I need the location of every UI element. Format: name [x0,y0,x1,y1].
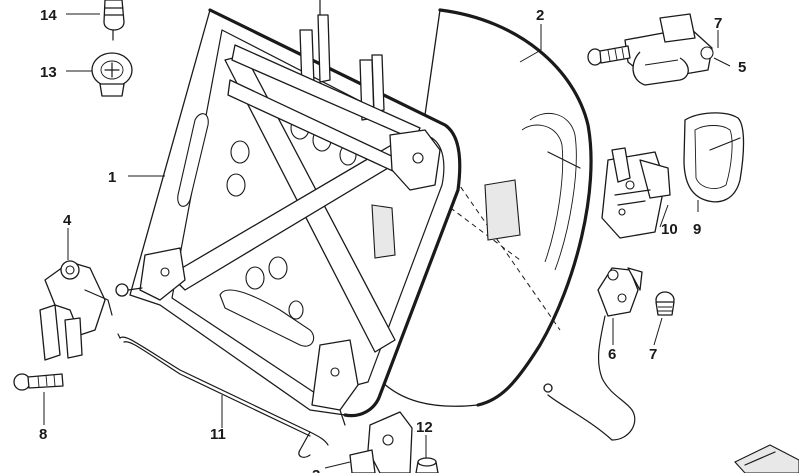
part-13-grommet [91,52,133,97]
callout-6: 6 [608,346,616,363]
part-11-release-rod [117,333,329,458]
part-12-nut [415,457,439,473]
callout-labels: 14 13 1 2 7 5 10 9 6 7 4 8 11 12 3 [39,7,746,473]
part-2-backrest-panel [379,8,593,407]
callout-5: 5 [738,59,746,76]
callout-10: 10 [661,221,678,238]
callout-3: 3 [312,467,320,473]
callout-2: 2 [536,7,544,24]
leader-lines [43,13,731,469]
part-3-lower-bracket [349,411,413,473]
part-9-trim-cover [683,112,745,203]
part-5-lock-bracket [624,13,714,86]
callout-7-upper: 7 [714,15,722,32]
part-8-bolt [13,373,64,391]
reference-symbol-icon [734,444,799,473]
callout-1: 1 [108,169,116,186]
part-7-bolt-lower [655,291,675,316]
callout-9: 9 [693,221,701,238]
part-7-bolt-upper [587,45,631,66]
callout-14: 14 [40,7,57,24]
callout-11: 11 [210,426,226,443]
part-14-pin [103,0,125,41]
callout-13: 13 [40,64,57,81]
callout-12: 12 [416,419,433,436]
callout-8: 8 [39,426,47,443]
part-1-backrest-frame [115,0,462,426]
part-6-release-lever [543,267,643,441]
part-4-latch-bracket [39,260,113,361]
callout-4: 4 [63,212,72,229]
callout-7-lower: 7 [649,346,657,363]
part-10-lock-assembly [601,147,671,239]
